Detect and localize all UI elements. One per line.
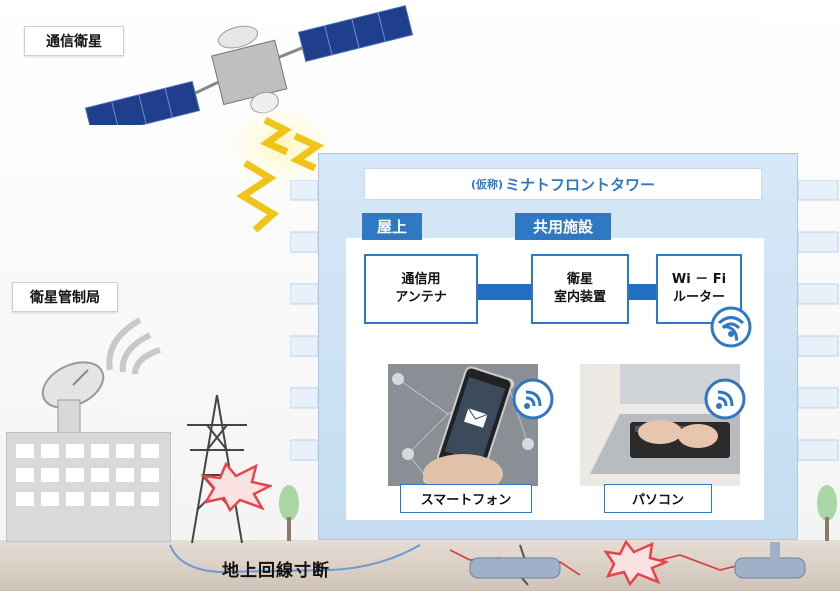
burst-icon — [201, 462, 272, 512]
pipe — [469, 557, 561, 579]
tower-title-small: (仮称) — [470, 178, 504, 191]
tower-title-main: ミナトフロントタワー — [505, 175, 656, 194]
shared-facility-tag: 共用施設 — [515, 213, 611, 240]
rooftop-tag: 屋上 — [362, 213, 422, 240]
indoor-line1: 衛星 — [566, 272, 593, 288]
smartphone-label: スマートフォン — [400, 484, 532, 513]
ground-station-label: 衛星管制局 — [12, 282, 118, 312]
tower-title: (仮称) ミナトフロントタワー — [364, 168, 762, 200]
antenna-node: 通信用 アンテナ — [364, 254, 478, 324]
ground — [0, 540, 840, 591]
antenna-line2: アンテナ — [395, 290, 447, 305]
signal-waves-icon — [106, 317, 161, 375]
burst-icon — [603, 540, 668, 586]
cable-cut-label: 地上回線寸断 — [222, 561, 330, 581]
antenna-line1: 通信用 — [401, 272, 441, 288]
satellite-dish-icon — [41, 361, 105, 436]
router-line2: ルーター — [672, 290, 725, 305]
tree-icon — [279, 485, 299, 541]
link-indoor-router — [626, 284, 658, 300]
satellite-label: 通信衛星 — [24, 26, 124, 56]
wifi-icon — [710, 306, 752, 348]
tower-ledges — [290, 180, 839, 461]
control-station-building — [6, 432, 171, 542]
indoor-line2: 室内装置 — [553, 290, 606, 305]
smartphone-photo — [388, 364, 538, 486]
wifi-icon — [704, 378, 746, 420]
indoor-unit-node: 衛星 室内装置 — [531, 254, 629, 324]
tree-icon — [817, 485, 837, 541]
pipe — [734, 557, 806, 579]
pc-label: パソコン — [604, 484, 712, 513]
lightning-icon — [225, 108, 335, 233]
wifi-icon — [512, 378, 554, 420]
link-antenna-indoor — [475, 284, 533, 300]
underground-cables — [169, 542, 806, 586]
satellite-icon — [84, 5, 414, 125]
router-line1: Wi － Fi — [671, 272, 727, 288]
